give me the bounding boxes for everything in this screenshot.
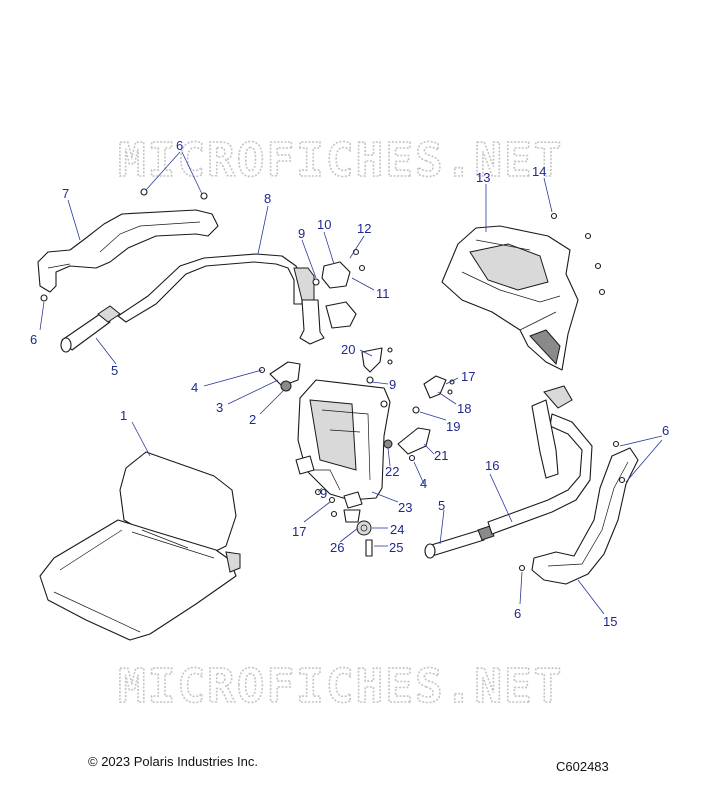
callout-20: 20 [341,342,355,357]
callout-2: 2 [249,412,256,427]
callout-6: 6 [176,138,183,153]
console-housing [441,212,606,371]
callout-22: 22 [385,464,399,479]
grab-bar-tube-left [117,253,325,345]
callout-9: 9 [320,486,327,501]
diagram-code: C602483 [556,759,609,774]
callouts: 6 7 8 9 10 12 11 13 14 6 5 4 3 2 20 9 17… [30,138,669,629]
callout-18: 18 [457,401,471,416]
hinge-latch-left [258,361,301,392]
pin-lower [424,525,495,559]
callout-6: 6 [514,606,521,621]
callout-15: 15 [603,614,617,629]
callout-17: 17 [292,524,306,539]
callout-9: 9 [298,226,305,241]
seat [39,451,241,641]
screws-grab-handle [40,188,208,302]
watermark-bottom: MICROFICHES.NET [118,659,563,713]
bracket-17-18 [423,375,455,399]
latch-right [397,427,431,462]
callout-16: 16 [485,458,499,473]
callout-6: 6 [30,332,37,347]
callout-13: 13 [476,170,490,185]
copyright-text: © 2023 Polaris Industries Inc. [88,754,258,769]
callout-4: 4 [191,380,198,395]
callout-19: 19 [446,419,460,434]
callout-4: 4 [420,476,427,491]
bracket-20 [361,347,393,373]
callout-11: 11 [376,286,390,301]
bracket-cluster-upper [312,248,366,329]
callout-6: 6 [662,423,669,438]
grab-bar-tube-right [487,385,593,535]
callout-24: 24 [390,522,404,537]
leader-lines [39,151,663,615]
callout-25: 25 [389,540,403,555]
callout-26: 26 [330,540,344,555]
callout-17: 17 [461,369,475,384]
callout-3: 3 [216,400,223,415]
callout-9: 9 [389,377,396,392]
callout-5: 5 [111,363,118,378]
grab-handle-left [37,209,219,293]
grab-handle-right [518,440,639,585]
watermark-top: MICROFICHES.NET [118,133,563,187]
bumper-and-screw [343,509,373,557]
callout-7: 7 [62,186,69,201]
callout-23: 23 [398,500,412,515]
callout-14: 14 [532,164,546,179]
seat-frame [295,379,391,509]
pin-upper [60,305,121,353]
callout-1: 1 [120,408,127,423]
callout-8: 8 [264,191,271,206]
frame-fasteners [314,376,420,518]
callout-21: 21 [434,448,448,463]
callout-10: 10 [317,217,331,232]
callout-5: 5 [438,498,445,513]
callout-12: 12 [357,221,371,236]
